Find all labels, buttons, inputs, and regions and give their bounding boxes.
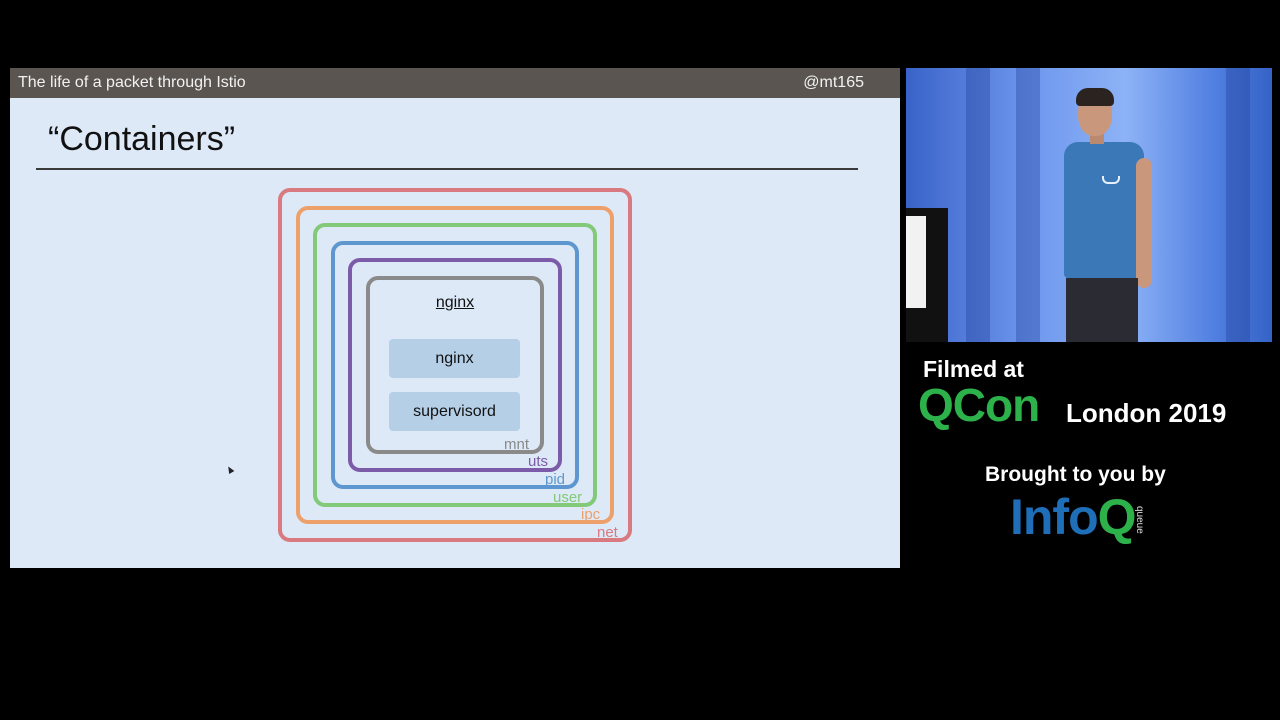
namespace-label-net: net bbox=[597, 524, 618, 541]
process-box-nginx: nginx bbox=[389, 339, 520, 378]
slide-divider bbox=[36, 168, 858, 170]
qcon-logo: QCon bbox=[918, 379, 1040, 431]
stage-curtain bbox=[1226, 68, 1250, 342]
namespace-label-pid: pid bbox=[545, 471, 566, 488]
namespace-box-net bbox=[278, 188, 632, 542]
event-location-year: London 2019 bbox=[1066, 398, 1227, 428]
slide-header-bar: The life of a packet through Istio @mt16… bbox=[10, 68, 900, 98]
namespace-box-uts bbox=[348, 258, 562, 472]
speaker-shirt bbox=[1064, 142, 1144, 278]
infoq-queue-tag: queue bbox=[1134, 506, 1145, 534]
speaker-hair bbox=[1076, 88, 1114, 106]
stage-curtain bbox=[1016, 68, 1040, 342]
namespace-label-user: user bbox=[553, 489, 583, 506]
filmed-at-text: Filmed at bbox=[923, 356, 1024, 382]
infoq-logo: InfoQ bbox=[1010, 488, 1137, 546]
namespace-box-mnt bbox=[366, 276, 544, 454]
namespace-label-ipc: ipc bbox=[581, 506, 601, 523]
podium-screen bbox=[906, 216, 926, 308]
namespace-box-pid bbox=[331, 241, 579, 489]
speaker-video bbox=[906, 68, 1272, 342]
slide-header-title: The life of a packet through Istio bbox=[18, 74, 246, 91]
infoq-logo-q: Q bbox=[1097, 489, 1137, 545]
namespace-box-ipc bbox=[296, 206, 614, 524]
speaker-pants bbox=[1066, 278, 1138, 342]
infoq-logo-info: Info bbox=[1010, 489, 1099, 545]
podium bbox=[906, 208, 948, 342]
slide-heading: “Containers” bbox=[48, 120, 236, 158]
stage-curtain bbox=[966, 68, 990, 342]
slide-header-handle: @mt165 bbox=[803, 74, 864, 91]
presentation-slide: The life of a packet through Istio @mt16… bbox=[10, 68, 900, 568]
process-box-supervisord: supervisord bbox=[389, 392, 520, 431]
mouse-pointer-icon bbox=[225, 464, 235, 475]
container-title: nginx bbox=[435, 294, 475, 311]
namespace-label-mnt: mnt bbox=[504, 436, 530, 453]
speaker-figure bbox=[1056, 88, 1166, 342]
namespace-label-uts: uts bbox=[528, 453, 549, 470]
speaker-arm bbox=[1136, 158, 1152, 288]
namespace-box-user bbox=[313, 223, 597, 507]
brought-to-you-text: Brought to you by bbox=[985, 463, 1166, 486]
shirt-logo-icon bbox=[1102, 176, 1120, 184]
